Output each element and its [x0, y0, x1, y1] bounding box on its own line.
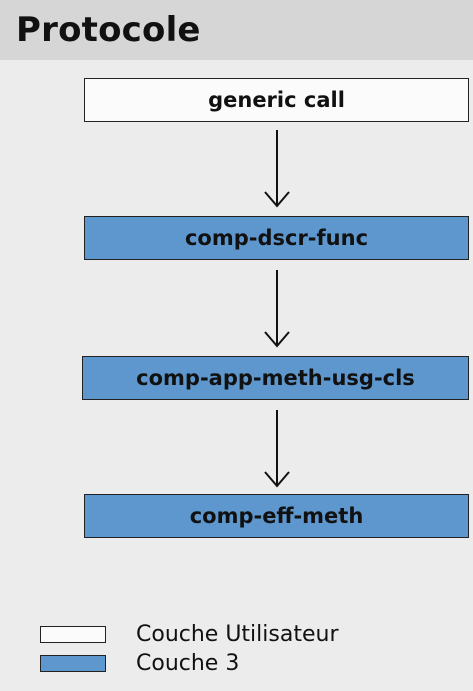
legend-label-user: Couche Utilisateur [136, 622, 339, 647]
down-arrow-icon [264, 130, 290, 208]
title-bar [0, 0, 473, 60]
legend-item-layer3: Couche 3 [40, 651, 239, 676]
legend-label-layer3: Couche 3 [136, 651, 240, 676]
slide-title: Protocole [16, 10, 201, 50]
down-arrow-icon [264, 270, 290, 348]
box-comp-app-meth-usg-cls: comp-app-meth-usg-cls [82, 356, 469, 400]
box-generic-call: generic call [84, 78, 469, 122]
legend-item-user: Couche Utilisateur [40, 622, 339, 647]
legend-swatch-layer3 [40, 655, 106, 672]
box-comp-dscr-func: comp-dscr-func [84, 216, 469, 260]
box-comp-eff-meth: comp-eff-meth [84, 494, 469, 538]
legend-swatch-user [40, 626, 106, 643]
down-arrow-icon [264, 410, 290, 488]
